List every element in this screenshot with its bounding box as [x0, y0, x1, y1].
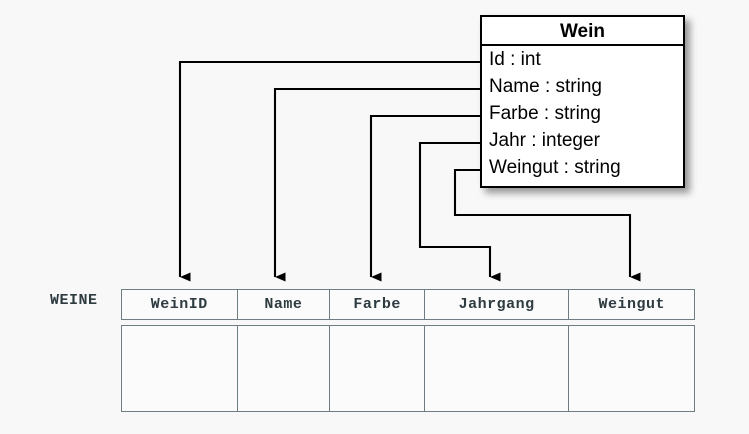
table-column-header-weingut[interactable]: Weingut — [598, 296, 665, 313]
uml-attribute-jahr[interactable]: Jahr : integer — [489, 130, 600, 151]
connector-weingut-to-weingut — [453, 168, 641, 282]
table-column-header-jahrgang[interactable]: Jahrgang — [425, 290, 570, 319]
table-cell-weinid[interactable] — [122, 326, 238, 411]
uml-attribute-id[interactable]: Id : int — [489, 49, 541, 70]
connector-farbe-to-farbe — [369, 114, 480, 282]
relational-table-name: WEINE — [50, 292, 98, 309]
table-cell-farbe[interactable] — [330, 326, 425, 411]
table-column-header-weinid[interactable]: WeinID — [122, 290, 238, 319]
connector-jahr-to-jahrgang — [418, 141, 501, 282]
table-cell-name[interactable] — [238, 326, 331, 411]
uml-attribute-name[interactable]: Name : string — [489, 76, 602, 97]
connector-name-to-name — [273, 87, 480, 282]
table-row — [121, 325, 695, 412]
relational-table: WeinID Name Farbe Jahrgang Weingut — [121, 289, 695, 412]
table-header-row: WeinID Name Farbe Jahrgang Weingut — [121, 289, 695, 320]
table-column-header-name[interactable]: Name — [238, 290, 331, 319]
uml-attribute-list: Id : int Name : string Farbe : string Ja… — [482, 46, 683, 181]
uml-class-title: Wein — [482, 17, 683, 46]
uml-attribute-weingut[interactable]: Weingut : string — [489, 157, 621, 178]
table-cell-jahrgang[interactable] — [425, 326, 570, 411]
table-column-header-farbe[interactable]: Farbe — [330, 290, 425, 319]
connector-id-to-weinid — [178, 60, 480, 282]
uml-class-box[interactable]: Wein Id : int Name : string Farbe : stri… — [480, 15, 685, 188]
table-cell-weingut[interactable] — [569, 326, 694, 411]
uml-attribute-farbe[interactable]: Farbe : string — [489, 103, 601, 124]
